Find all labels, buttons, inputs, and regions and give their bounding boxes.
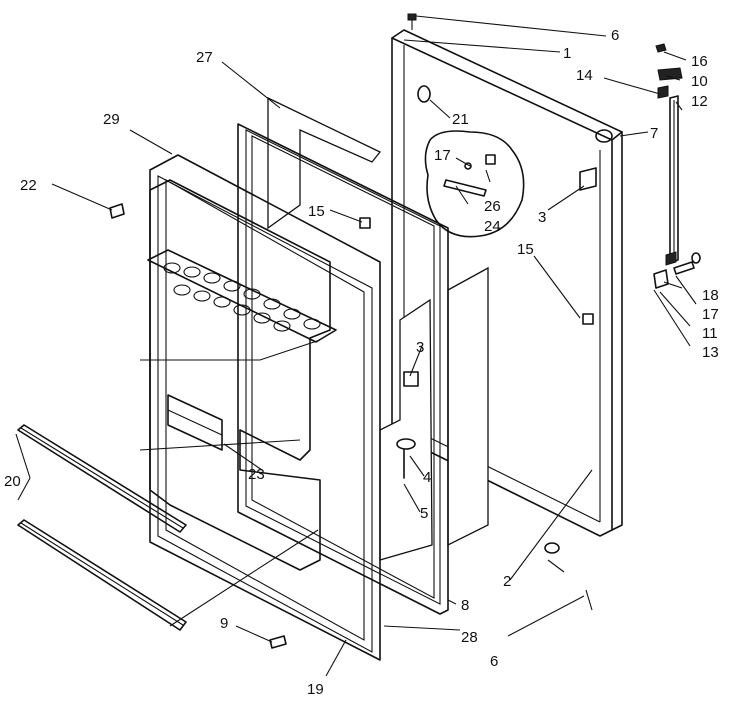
label-26: 26 bbox=[484, 198, 501, 215]
part-labels: 6 1 27 16 14 10 12 21 7 29 17 26 24 22 1… bbox=[4, 27, 719, 698]
label-23: 23 bbox=[248, 466, 265, 483]
door-shelf-bar-lower bbox=[17, 519, 187, 631]
door-gasket-frame bbox=[237, 123, 449, 615]
label-21: 21 bbox=[452, 111, 469, 128]
label-13: 13 bbox=[702, 344, 719, 361]
leader-lines bbox=[15, 15, 697, 677]
label-14: 14 bbox=[576, 67, 593, 84]
outer-door-panel bbox=[391, 29, 623, 537]
hardware-parts bbox=[109, 13, 701, 649]
label-11: 11 bbox=[702, 325, 718, 342]
label-2: 2 bbox=[503, 573, 511, 590]
cutaway-view bbox=[424, 130, 525, 238]
hinge-bar bbox=[657, 67, 683, 266]
label-17-right: 17 bbox=[702, 306, 719, 323]
label-20: 20 bbox=[4, 473, 21, 490]
label-24: 24 bbox=[484, 218, 501, 235]
liner-inner-contour bbox=[139, 179, 331, 571]
label-12: 12 bbox=[691, 93, 708, 110]
label-1: 1 bbox=[563, 45, 571, 62]
label-27: 27 bbox=[196, 49, 213, 66]
label-15-left: 15 bbox=[308, 203, 325, 220]
insulation-strip bbox=[447, 266, 489, 547]
label-16: 16 bbox=[691, 53, 708, 70]
label-10: 10 bbox=[691, 73, 708, 90]
label-6-top: 6 bbox=[611, 27, 619, 44]
egg-tray bbox=[147, 249, 337, 343]
label-18: 18 bbox=[702, 287, 719, 304]
label-8: 8 bbox=[461, 597, 469, 614]
label-15-right: 15 bbox=[517, 241, 534, 258]
label-17-cutaway: 17 bbox=[434, 147, 451, 164]
insulation-pad bbox=[267, 96, 433, 561]
label-7: 7 bbox=[650, 125, 658, 142]
label-28: 28 bbox=[461, 629, 478, 646]
label-5: 5 bbox=[420, 505, 428, 522]
door-liner bbox=[149, 154, 381, 661]
label-22: 22 bbox=[20, 177, 37, 194]
label-4: 4 bbox=[423, 469, 431, 486]
label-3-right: 3 bbox=[538, 209, 546, 226]
butter-compartment bbox=[167, 394, 223, 451]
label-3-left: 3 bbox=[416, 339, 424, 356]
label-19: 19 bbox=[307, 681, 324, 698]
label-29: 29 bbox=[103, 111, 120, 128]
label-6-bottom: 6 bbox=[490, 653, 498, 670]
door-shelf-bar-upper bbox=[17, 424, 187, 533]
label-9: 9 bbox=[220, 615, 228, 632]
